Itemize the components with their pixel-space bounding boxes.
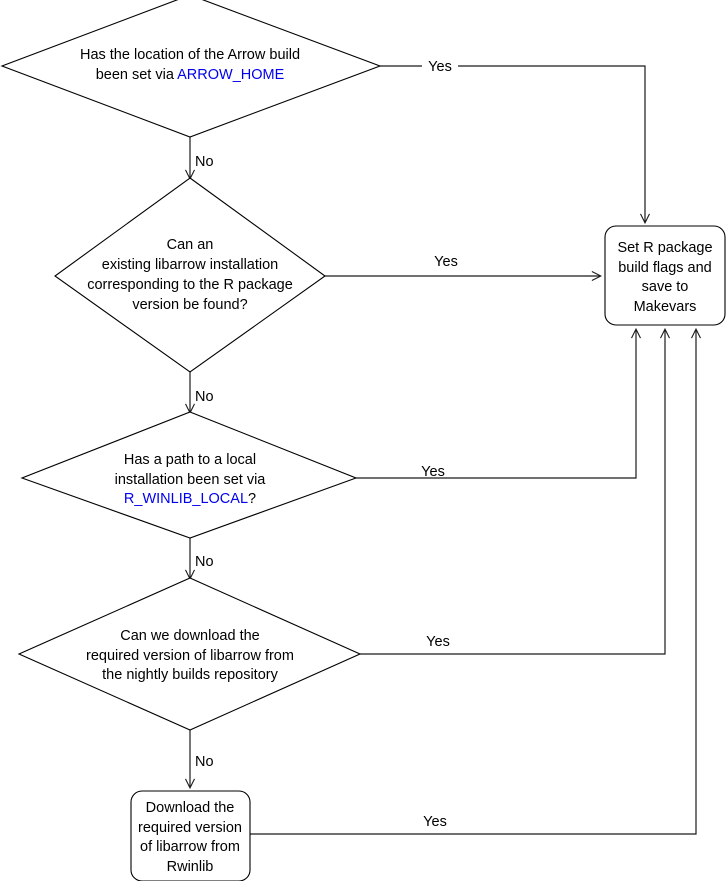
process-set-build-flags-line1: Set R package — [617, 240, 712, 256]
decision-existing-libarrow-line2: existing libarrow installation — [102, 257, 279, 273]
env-var-link-arrow-home[interactable]: ARROW_HOME — [177, 67, 284, 83]
decision-shape[interactable] — [20, 411, 358, 539]
edge-n2-no: No — [190, 372, 214, 412]
edge-n2-yes: Yes — [325, 254, 600, 276]
decision-existing-libarrow-line4: version be found? — [132, 297, 247, 313]
decision-r-winlib-local[interactable]: Has a path to a local installation been … — [20, 411, 358, 539]
process-download-rwinlib-line2: required version — [138, 820, 242, 836]
edge-path — [360, 330, 665, 655]
process-download-rwinlib-line3: of libarrow from — [140, 839, 240, 855]
edge-label-yes-4: Yes — [426, 634, 450, 650]
edge-path — [356, 330, 636, 479]
decision-nightly-builds-line1: Can we download the — [120, 628, 259, 644]
edge-label-yes-5: Yes — [423, 814, 447, 830]
process-shape[interactable] — [604, 225, 726, 326]
edge-n1-no: No — [190, 137, 214, 178]
process-set-build-flags[interactable]: Set R package build flags and save to Ma… — [604, 225, 726, 326]
decision-r-winlib-local-line2: installation been set via — [115, 472, 267, 488]
decision-arrow-home[interactable]: Has the location of the Arrow build been… — [0, 0, 382, 138]
edge-label-backdrop — [422, 57, 458, 75]
edge-label-no-3: No — [195, 554, 214, 570]
process-set-build-flags-line3: save to — [642, 279, 689, 295]
process-download-rwinlib-line4: Rwinlib — [167, 859, 214, 875]
decision-existing-libarrow-line3: corresponding to the R package — [87, 277, 293, 293]
env-var-link-r-winlib-local[interactable]: R_WINLIB_LOCAL — [124, 491, 248, 507]
process-download-rwinlib[interactable]: Download the required version of libarro… — [130, 790, 251, 881]
edge-label-yes-2: Yes — [434, 254, 458, 270]
decision-arrow-home-line1: Has the location of the Arrow build — [80, 47, 300, 63]
edge-n4-no: No — [190, 730, 214, 787]
edge-n6-yes: Yes — [250, 330, 696, 835]
decision-arrow-home-line2-prefix: been set via — [96, 67, 177, 83]
edge-label-no-4: No — [195, 754, 214, 770]
decision-shape[interactable] — [54, 177, 326, 373]
edge-n3-no: No — [190, 538, 214, 578]
process-shape[interactable] — [130, 790, 251, 881]
decision-existing-libarrow-line1: Can an — [167, 237, 214, 253]
decision-existing-libarrow[interactable]: Can an existing libarrow installation co… — [54, 177, 326, 373]
edge-path — [380, 65, 645, 222]
edge-label-yes-1: Yes — [428, 59, 452, 75]
decision-r-winlib-local-line1: Has a path to a local — [124, 452, 256, 468]
edge-label-yes-3: Yes — [421, 464, 445, 480]
edge-n1-yes: Yes — [380, 57, 645, 222]
decision-nightly-builds-line2: required version of libarrow from — [86, 648, 294, 664]
decision-r-winlib-local-line3: R_WINLIB_LOCAL? — [124, 491, 256, 507]
decision-nightly-builds-line3: the nightly builds repository — [102, 667, 278, 683]
decision-nightly-builds[interactable]: Can we download the required version of … — [17, 577, 362, 731]
edge-label-no-2: No — [195, 389, 214, 405]
decision-r-winlib-local-question-mark: ? — [248, 491, 256, 507]
edge-n3-yes: Yes — [356, 330, 636, 480]
edge-label-no-1: No — [195, 154, 214, 170]
process-download-rwinlib-line1: Download the — [146, 800, 235, 816]
decision-arrow-home-line2: been set via ARROW_HOME — [96, 67, 285, 83]
edge-n4-yes: Yes — [360, 330, 665, 655]
decision-shape[interactable] — [0, 0, 382, 138]
edge-path — [250, 330, 696, 835]
process-set-build-flags-line2: build flags and — [618, 260, 712, 276]
decision-shape[interactable] — [17, 577, 362, 731]
process-set-build-flags-line4: Makevars — [634, 299, 697, 315]
